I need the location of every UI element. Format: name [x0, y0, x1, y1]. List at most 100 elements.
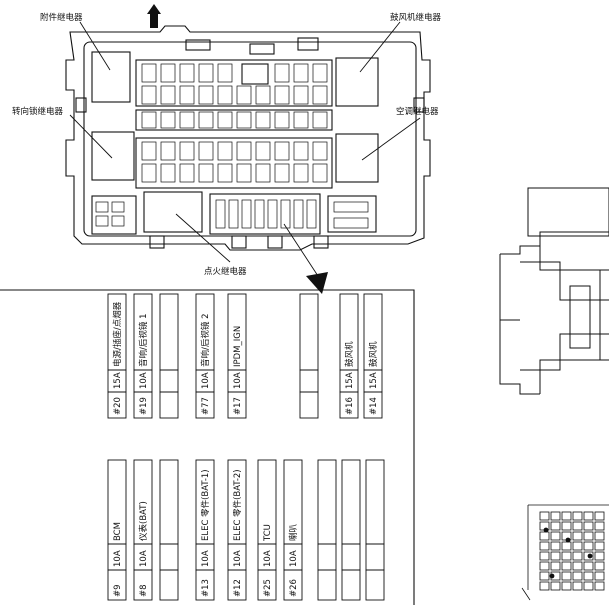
mini-fuse-slot: [141, 85, 157, 105]
mini-fuse-slot: [198, 85, 214, 105]
thumbnail-cell: [550, 521, 561, 531]
mini-fuse-slot: [280, 199, 291, 229]
thumbnail-cell: [583, 531, 594, 541]
mini-fuse-slot: [198, 163, 214, 183]
thumbnail-cell: [572, 531, 583, 541]
thumbnail-cell: [594, 521, 605, 531]
mini-fuse-slot: [306, 199, 317, 229]
mini-fuse-slot: [198, 111, 214, 129]
fuse-amperage: 10A: [201, 372, 211, 389]
up-arrow-icon: [147, 4, 161, 28]
mini-fuse-slot: [179, 111, 195, 129]
thumbnail-cell: [561, 521, 572, 531]
fuse-amperage: 15A: [113, 372, 123, 389]
fuse-box-outline: [65, 25, 431, 251]
mini-fuse-slot: [312, 141, 328, 161]
fuse-id: #8: [139, 584, 149, 597]
mini-fuse-slots: [95, 63, 369, 229]
thumbnail-cell: [572, 581, 583, 591]
thumbnail-cell: [561, 511, 572, 521]
mini-fuse-slot: [160, 141, 176, 161]
thumbnail-cell: [539, 511, 550, 521]
fuse-amperage: 10A: [139, 550, 149, 567]
thumbnail-cell: [583, 541, 594, 551]
mini-fuse-slot: [312, 63, 328, 83]
mini-fuse-slot: [95, 201, 109, 213]
fuse-id: #9: [113, 584, 123, 597]
mini-fuse-slot: [236, 111, 252, 129]
mini-fuse-slot: [198, 63, 214, 83]
thumbnail-cell: [583, 561, 594, 571]
mini-fuse-slot: [312, 85, 328, 105]
mini-fuse-slot: [267, 199, 278, 229]
mini-fuse-slot: [217, 111, 233, 129]
fuse-description: ELEC 零件(BAT-1): [200, 469, 211, 541]
thumbnail-cell: [539, 551, 550, 561]
thumbnail-cell: [550, 561, 561, 571]
turn-lock-relay-label: 转向锁继电器: [12, 106, 64, 117]
fuse-description: 音响/后视镜 2: [200, 314, 211, 367]
mini-fuse-slot: [293, 63, 309, 83]
right-connector-drawing: [499, 187, 609, 395]
thumbnail-cell: [583, 521, 594, 531]
thumbnail-cell: [539, 571, 550, 581]
fuse-description: 喇叭: [288, 523, 299, 541]
ac-relay-label: 空调继电器: [396, 106, 439, 117]
ignition-relay-label: 点火继电器: [204, 266, 247, 277]
thumbnail-cell: [561, 561, 572, 571]
fuse-amperage: 10A: [289, 550, 299, 567]
fuse-id: #16: [345, 397, 355, 415]
thumbnail-cell: [539, 541, 550, 551]
thumbnail-cell: [583, 511, 594, 521]
fuse-amperage: 10A: [201, 550, 211, 567]
mini-fuse-slot: [217, 63, 233, 83]
thumbnail-cell: [583, 581, 594, 591]
mini-fuse-slot: [255, 141, 271, 161]
mini-fuse-slot: [274, 63, 290, 83]
thumbnail-cell: [594, 531, 605, 541]
mini-fuse-slot: [179, 163, 195, 183]
thumbnail-cell: [550, 551, 561, 561]
accessory-relay-label: 附件继电器: [40, 12, 83, 23]
mini-fuse-slot: [274, 85, 290, 105]
mini-fuse-slot: [236, 163, 252, 183]
fuse-id: #25: [263, 579, 273, 597]
mini-fuse-slot: [333, 217, 369, 229]
fuse-description: 音响/后视镜 1: [138, 314, 149, 367]
fuse-amperage: 10A: [139, 372, 149, 389]
fuse-description: TCU: [263, 524, 273, 542]
mini-fuse-slot: [179, 141, 195, 161]
blower-relay-label: 鼓风机继电器: [390, 12, 442, 23]
mini-fuse-slot: [293, 163, 309, 183]
thumbnail-cell: [539, 531, 550, 541]
fuse-slot: 仪表(BAT)10A#8: [133, 459, 153, 601]
mini-fuse-slot: [255, 163, 271, 183]
mini-fuse-slot: [217, 163, 233, 183]
mini-fuse-slot: [293, 111, 309, 129]
mini-fuse-slot: [179, 85, 195, 105]
fuse-slot: ELEC 零件(BAT-1)10A#13: [195, 459, 215, 601]
thumbnail-cell: [550, 511, 561, 521]
mini-fuse-slot: [160, 85, 176, 105]
fuse-id: #77: [201, 397, 211, 415]
fuse-slot: [299, 293, 319, 419]
thumbnail-marker: [543, 527, 549, 533]
thumbnail-cell: [594, 511, 605, 521]
mini-fuse-slot: [179, 63, 195, 83]
thumbnail-cell: [572, 551, 583, 561]
mini-fuse-slot: [236, 85, 252, 105]
mini-fuse-slot: [228, 199, 239, 229]
thumbnail-cell: [594, 541, 605, 551]
fuse-description: 电源/插座/点烟器: [112, 301, 123, 367]
fuse-slot: 音响/后视镜 2 10A #77: [195, 293, 215, 419]
thumbnail-marker: [587, 553, 593, 559]
mini-fuse-slot: [293, 141, 309, 161]
